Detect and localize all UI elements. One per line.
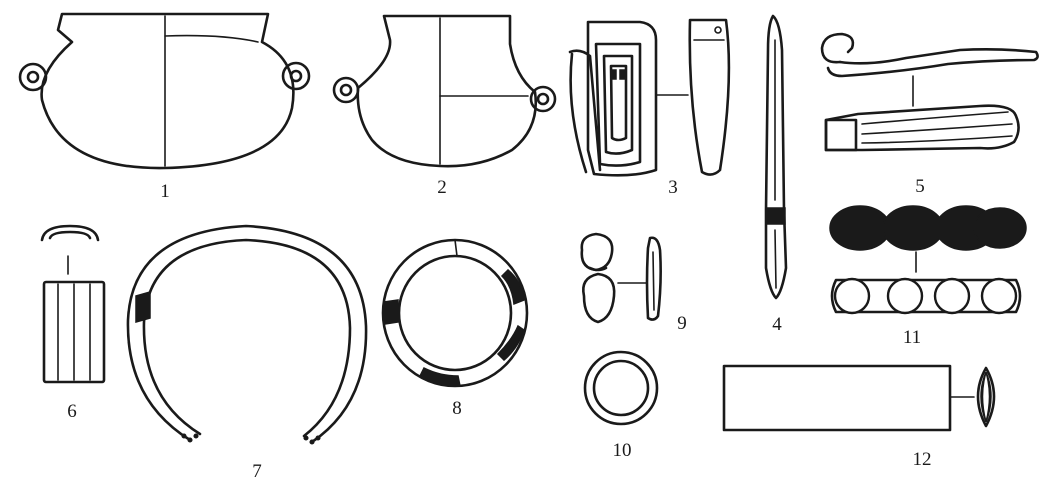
figure-9-bead: 9 <box>580 232 687 334</box>
figure-9-label: 9 <box>677 313 687 334</box>
figure-12-plate: 12 <box>722 364 996 470</box>
figure-1-label: 1 <box>160 181 170 202</box>
figure-7-label: 7 <box>252 461 262 482</box>
figure-3-label: 3 <box>668 177 678 198</box>
figure-1-jar: 1 <box>18 12 311 202</box>
figure-6-label: 6 <box>67 401 77 422</box>
figure-7-torque: 7 <box>126 224 368 482</box>
figure-11-label: 11 <box>903 327 921 348</box>
figure-4-awl: 4 <box>764 14 788 335</box>
figure-8-label: 8 <box>452 398 462 419</box>
figure-4-label: 4 <box>772 314 782 335</box>
figure-2-label: 2 <box>437 177 447 198</box>
figure-8-bracelet: 8 <box>381 238 529 419</box>
figure-11-bead-string: 11 <box>829 205 1027 348</box>
figure-5-fitting: 5 <box>820 32 1039 197</box>
figure-12-label: 12 <box>913 449 932 470</box>
figure-2-jar: 2 <box>332 14 557 198</box>
figure-10-label: 10 <box>613 440 632 461</box>
figure-3-plaque: 3 <box>568 18 731 198</box>
figure-6-tube: 6 <box>40 224 106 422</box>
figure-5-label: 5 <box>915 176 925 197</box>
figure-10-ring: 10 <box>583 350 659 461</box>
